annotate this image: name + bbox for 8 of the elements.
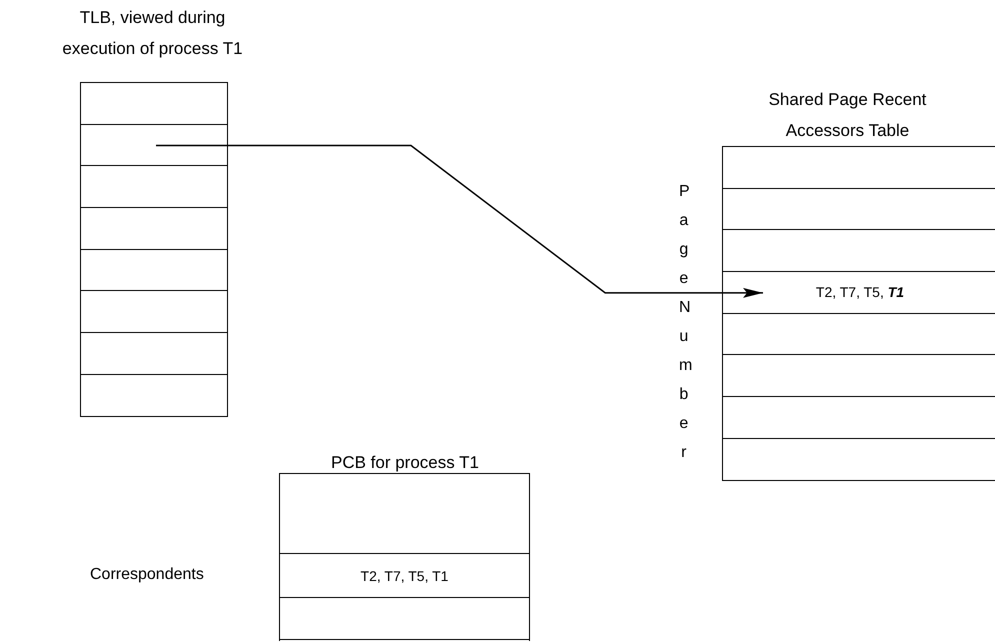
table-heading: PCB for process T1	[330, 452, 480, 474]
vertical-axis-label: Page Number	[679, 182, 698, 463]
cell-text: T2, T7, T5, T1	[360, 568, 448, 584]
cell-text: T2, T7, T5, T1	[816, 284, 904, 300]
row-label: Correspondents	[90, 566, 204, 584]
arrow	[156, 144, 763, 298]
table-heading: Shared Page Recent Accessors Table	[768, 89, 928, 142]
table-heading: TLB, viewed during execution of process T1	[61, 7, 244, 60]
